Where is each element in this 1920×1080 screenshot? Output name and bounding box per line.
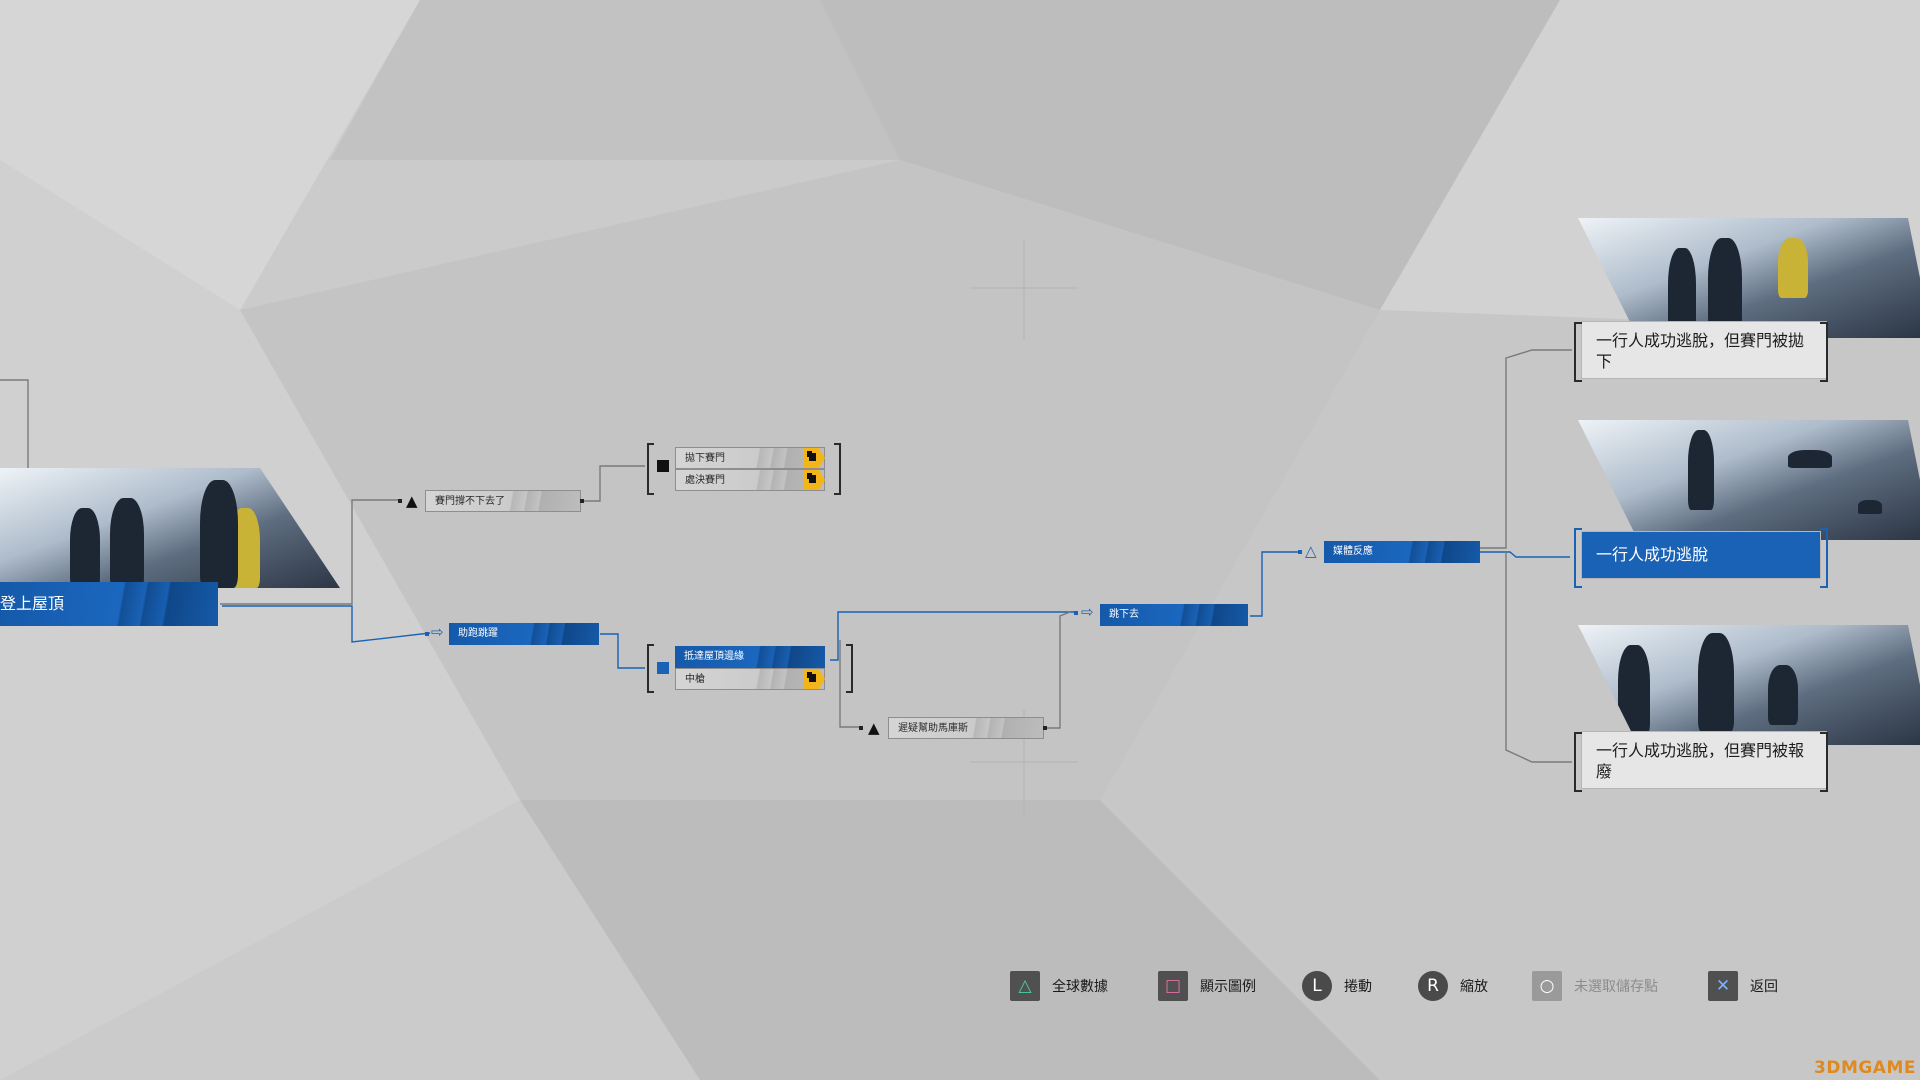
node-leave-simon[interactable]: 拋下賽門 (675, 447, 825, 469)
hud-label: 返回 (1750, 979, 1778, 995)
watermark-logo: 3DMGAME (1814, 1058, 1916, 1078)
hud-show-legend[interactable]: □ 顯示圖例 (1158, 968, 1256, 1004)
triangle-icon: △ (1305, 542, 1317, 560)
left-stick-icon: L (1302, 971, 1332, 1001)
circle-icon: ○ (1532, 971, 1562, 1001)
node-reach-edge[interactable]: 抵達屋頂邊緣 (675, 646, 825, 668)
lock-icon (803, 448, 825, 468)
triangle-icon: ▲ (406, 492, 418, 510)
triangle-icon: ▲ (868, 719, 880, 737)
hud-label: 捲動 (1344, 979, 1372, 995)
hud-global-stats[interactable]: △ 全球數據 (1010, 968, 1108, 1004)
ending-card-3[interactable]: 一行人成功逃脫，但賽門被報廢 (1582, 732, 1826, 788)
start-node[interactable]: 登上屋頂 (0, 582, 218, 626)
hud-scroll[interactable]: L 捲動 (1302, 968, 1372, 1004)
hud-label: 未選取儲存點 (1574, 979, 1658, 995)
ending-thumbnail-2 (1578, 420, 1920, 540)
ending-card-2[interactable]: 一行人成功逃脫 (1582, 532, 1820, 578)
hud-back[interactable]: ✕ 返回 (1708, 968, 1778, 1004)
hud-label: 縮放 (1460, 979, 1488, 995)
node-jump-down[interactable]: 跳下去 (1100, 604, 1248, 626)
ending-card-1[interactable]: 一行人成功逃脫，但賽門被拋下 (1582, 322, 1826, 378)
node-hesitate-markus[interactable]: 遲疑幫助馬庫斯 (888, 717, 1044, 739)
ending-thumbnail-1 (1578, 218, 1920, 338)
cross-icon: ✕ (1708, 971, 1738, 1001)
ending-thumbnail-3 (1578, 625, 1920, 745)
lock-icon (803, 669, 825, 689)
arrow-icon: ⇨ (1081, 603, 1094, 621)
node-media-reaction[interactable]: 媒體反應 (1324, 541, 1480, 563)
square-icon: □ (1158, 971, 1188, 1001)
choice-icon (657, 662, 669, 674)
triangle-icon: △ (1010, 971, 1040, 1001)
right-stick-icon: R (1418, 971, 1448, 1001)
node-kill-simon[interactable]: 處決賽門 (675, 469, 825, 491)
arrow-icon: ⇨ (431, 623, 444, 641)
node-shot[interactable]: 中槍 (675, 668, 825, 690)
hud-zoom[interactable]: R 縮放 (1418, 968, 1488, 1004)
choice-icon (657, 460, 669, 472)
hud-label: 顯示圖例 (1200, 979, 1256, 995)
node-run-jump[interactable]: 助跑跳躍 (449, 623, 599, 645)
hud-label: 全球數據 (1052, 979, 1108, 995)
lock-icon (803, 470, 825, 490)
node-simon-cant-continue[interactable]: 賽門撐不下去了 (425, 490, 581, 512)
hud-no-checkpoint: ○ 未選取儲存點 (1532, 968, 1658, 1004)
